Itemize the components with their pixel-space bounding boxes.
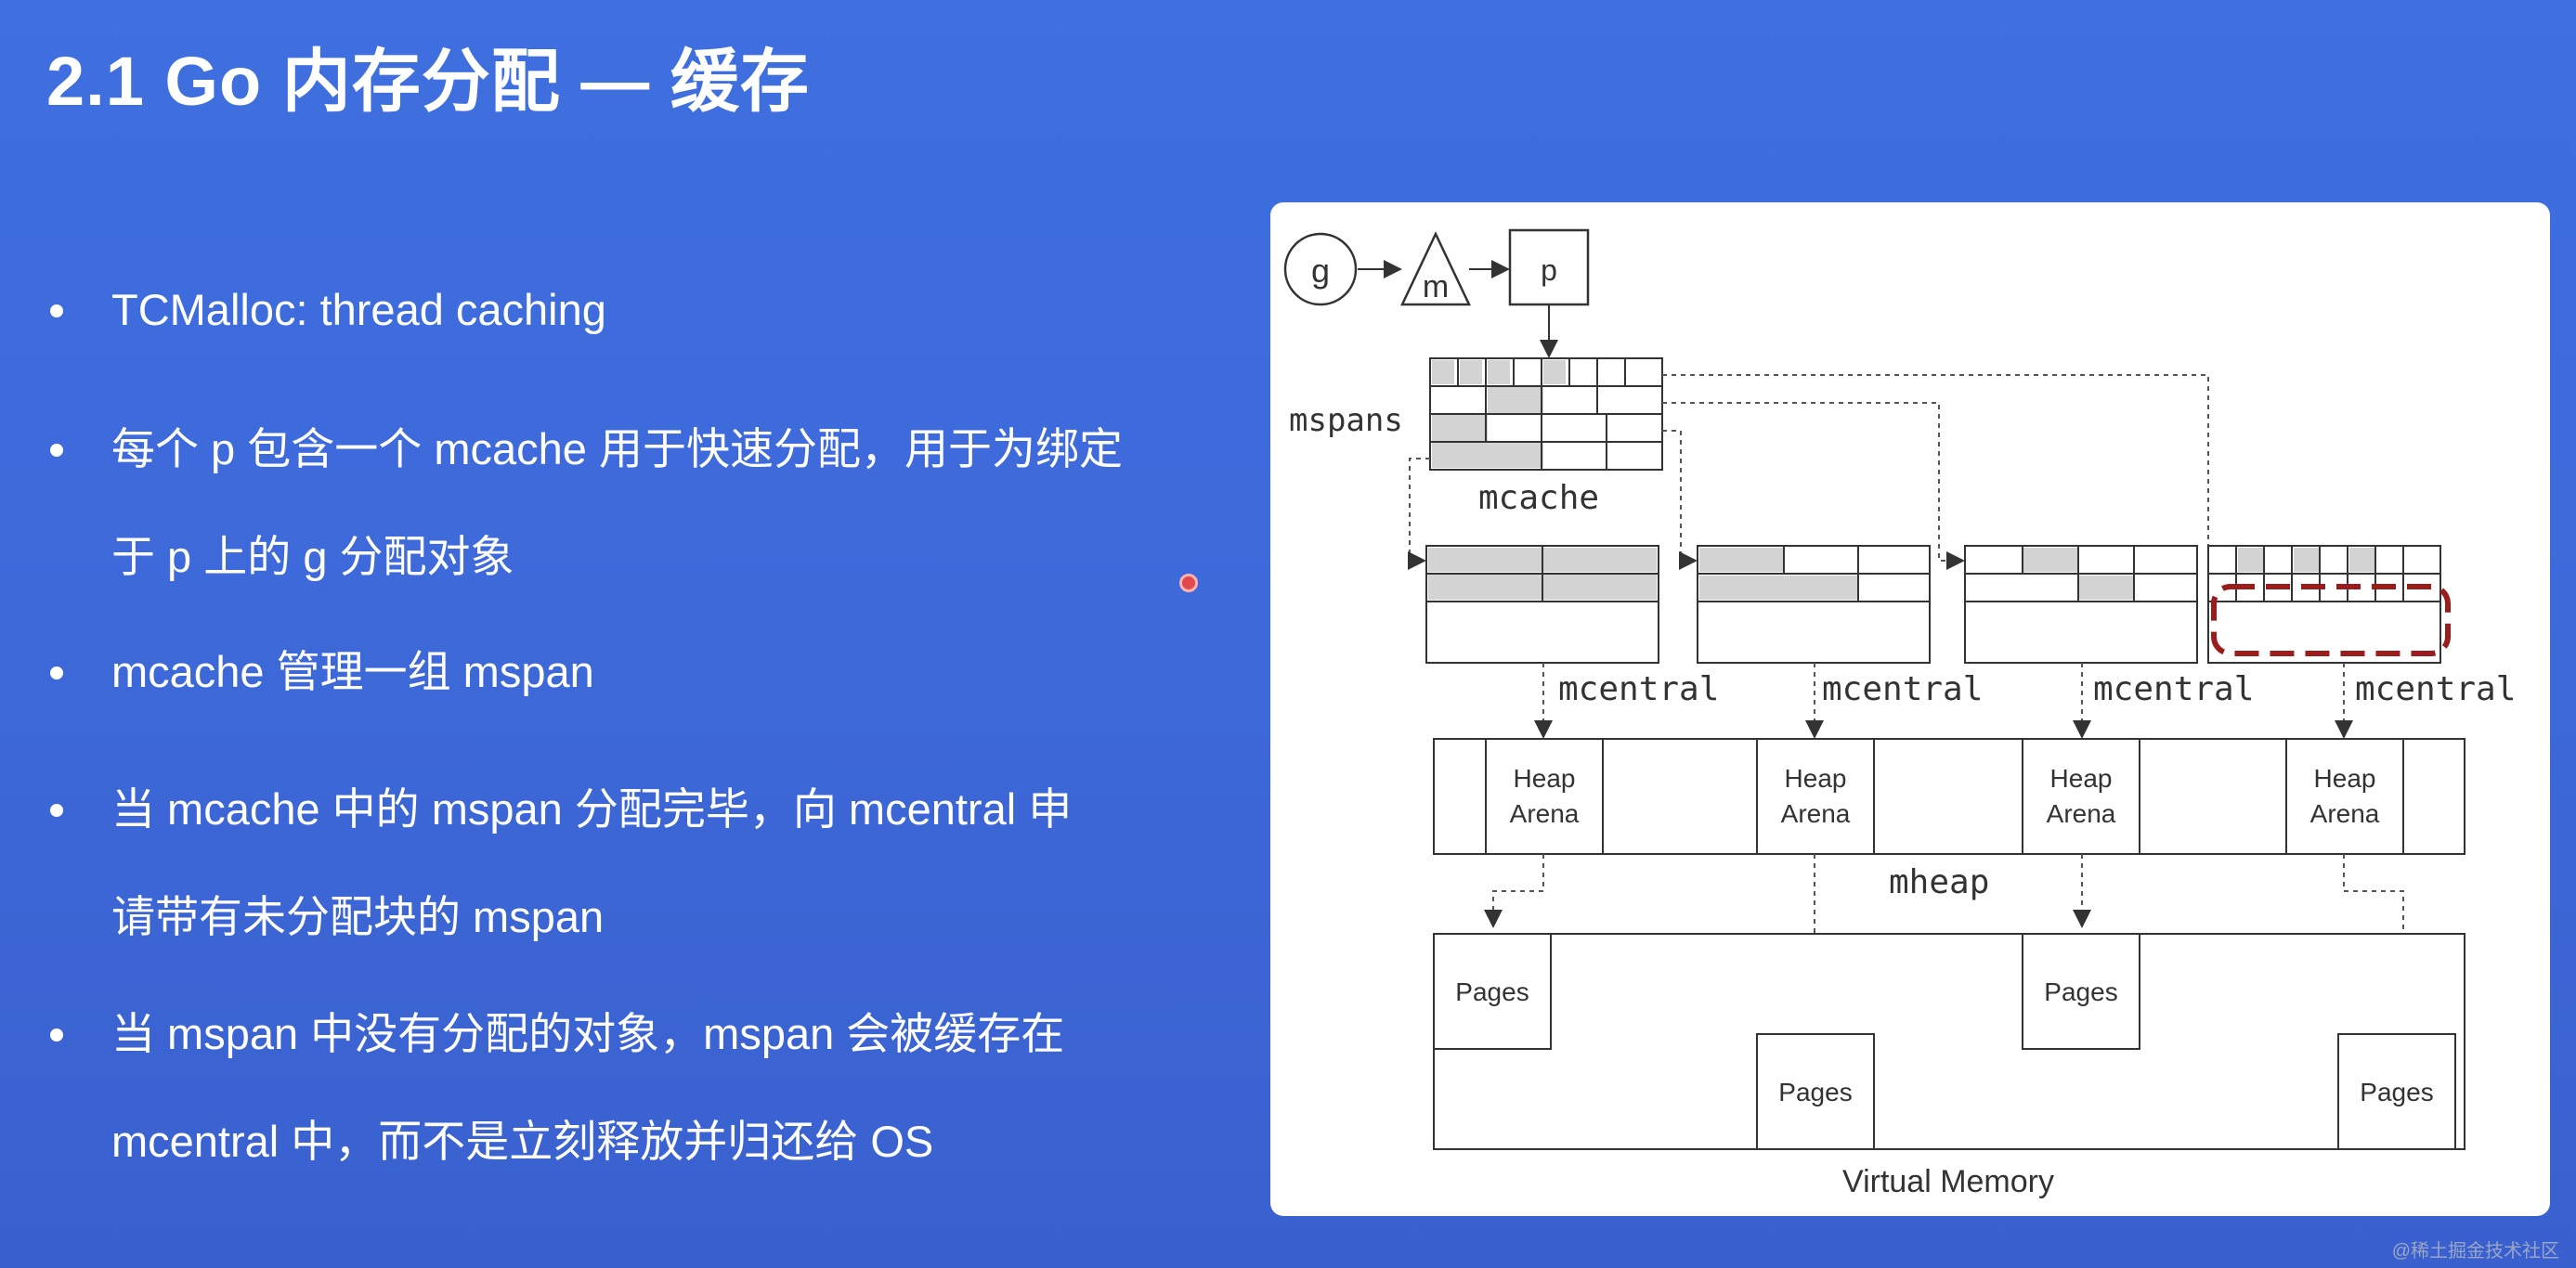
mcentral-box-1	[1425, 545, 1659, 664]
mcentral-label-4: mcentral	[2355, 670, 2516, 708]
bullet-text-continued: mcentral 中，而不是立刻释放并归还给 OS	[111, 1117, 934, 1166]
virtual-memory-label: Virtual Memory	[1842, 1164, 2054, 1199]
heap-arena-4: Heap Arena	[2285, 738, 2404, 855]
heap-arena-2: Heap Arena	[1756, 738, 1875, 855]
heap-arena-3: Heap Arena	[2022, 738, 2140, 855]
mspans-label: mspans	[1289, 402, 1403, 439]
g-circle	[1283, 232, 1358, 306]
mcentral-box-2	[1697, 545, 1931, 664]
pages-box-4: Pages	[2337, 1033, 2456, 1150]
mcentral-label-3: mcentral	[2093, 670, 2254, 708]
m-triangle	[1400, 231, 1471, 306]
p-label: p	[1541, 253, 1557, 287]
bullet-text: mcache 管理一组 mspan	[111, 647, 594, 696]
svg-text:Arena: Arena	[2310, 799, 2380, 828]
p-box	[1508, 228, 1590, 306]
slide-title: 2.1 Go 内存分配 — 缓存	[46, 43, 810, 120]
bullet-dot-icon	[50, 1029, 63, 1042]
virtual-memory-box	[1433, 933, 2465, 1150]
memory-allocation-diagram: g m p mspans mcache	[1270, 202, 2550, 1216]
pages-box-2: Pages	[1756, 1033, 1875, 1150]
bullet-text: TCMalloc: thread caching	[111, 285, 606, 334]
svg-text:Pages: Pages	[1778, 1078, 1852, 1106]
svg-text:Heap: Heap	[1785, 764, 1847, 793]
pages-box-1: Pages	[1433, 933, 1552, 1050]
mcache-label: mcache	[1478, 479, 1599, 517]
highlight-dashed-box	[2211, 584, 2451, 656]
mcentral-box-4	[2207, 545, 2441, 664]
svg-text:Heap: Heap	[1514, 764, 1576, 793]
svg-text:Pages: Pages	[2044, 977, 2117, 1006]
g-label: g	[1311, 252, 1330, 290]
bullet-text-continued: 于 p 上的 g 分配对象	[111, 532, 514, 581]
bullet-text: 每个 p 包含一个 mcache 用于快速分配，用于为绑定	[111, 424, 1123, 473]
svg-text:Arena: Arena	[2047, 799, 2116, 828]
svg-text:Heap: Heap	[2050, 764, 2113, 793]
mcentral-label-2: mcentral	[1822, 670, 1983, 708]
pages-box-3: Pages	[2022, 933, 2140, 1050]
bullet-dot-icon	[50, 804, 63, 817]
laser-pointer-icon	[1179, 574, 1198, 592]
bullet-text: 当 mspan 中没有分配的对象，mspan 会被缓存在	[111, 1009, 1065, 1058]
svg-text:Arena: Arena	[1510, 799, 1580, 828]
bullet-dot-icon	[50, 444, 63, 457]
bullet-text-continued: 请带有未分配块的 mspan	[111, 892, 605, 941]
bullet-text: 当 mcache 中的 mspan 分配完毕，向 mcentral 申	[111, 784, 1073, 834]
mcentral-label-1: mcentral	[1558, 670, 1719, 708]
svg-text:Pages: Pages	[1455, 977, 1529, 1006]
mheap-label: mheap	[1889, 863, 1989, 901]
bullet-dot-icon	[50, 666, 63, 679]
mcentral-box-3	[1964, 545, 2198, 664]
heap-arena-1: Heap Arena	[1485, 738, 1604, 855]
svg-text:Arena: Arena	[1781, 799, 1851, 828]
svg-text:Heap: Heap	[2314, 764, 2376, 793]
m-label: m	[1423, 269, 1449, 304]
svg-text:Pages: Pages	[2360, 1078, 2433, 1106]
mcache-grid	[1429, 357, 1663, 471]
mcentral-to-arena-connectors	[1534, 663, 2353, 739]
bullet-dot-icon	[50, 304, 63, 317]
watermark: @稀土掘金技术社区	[2391, 1241, 2559, 1262]
